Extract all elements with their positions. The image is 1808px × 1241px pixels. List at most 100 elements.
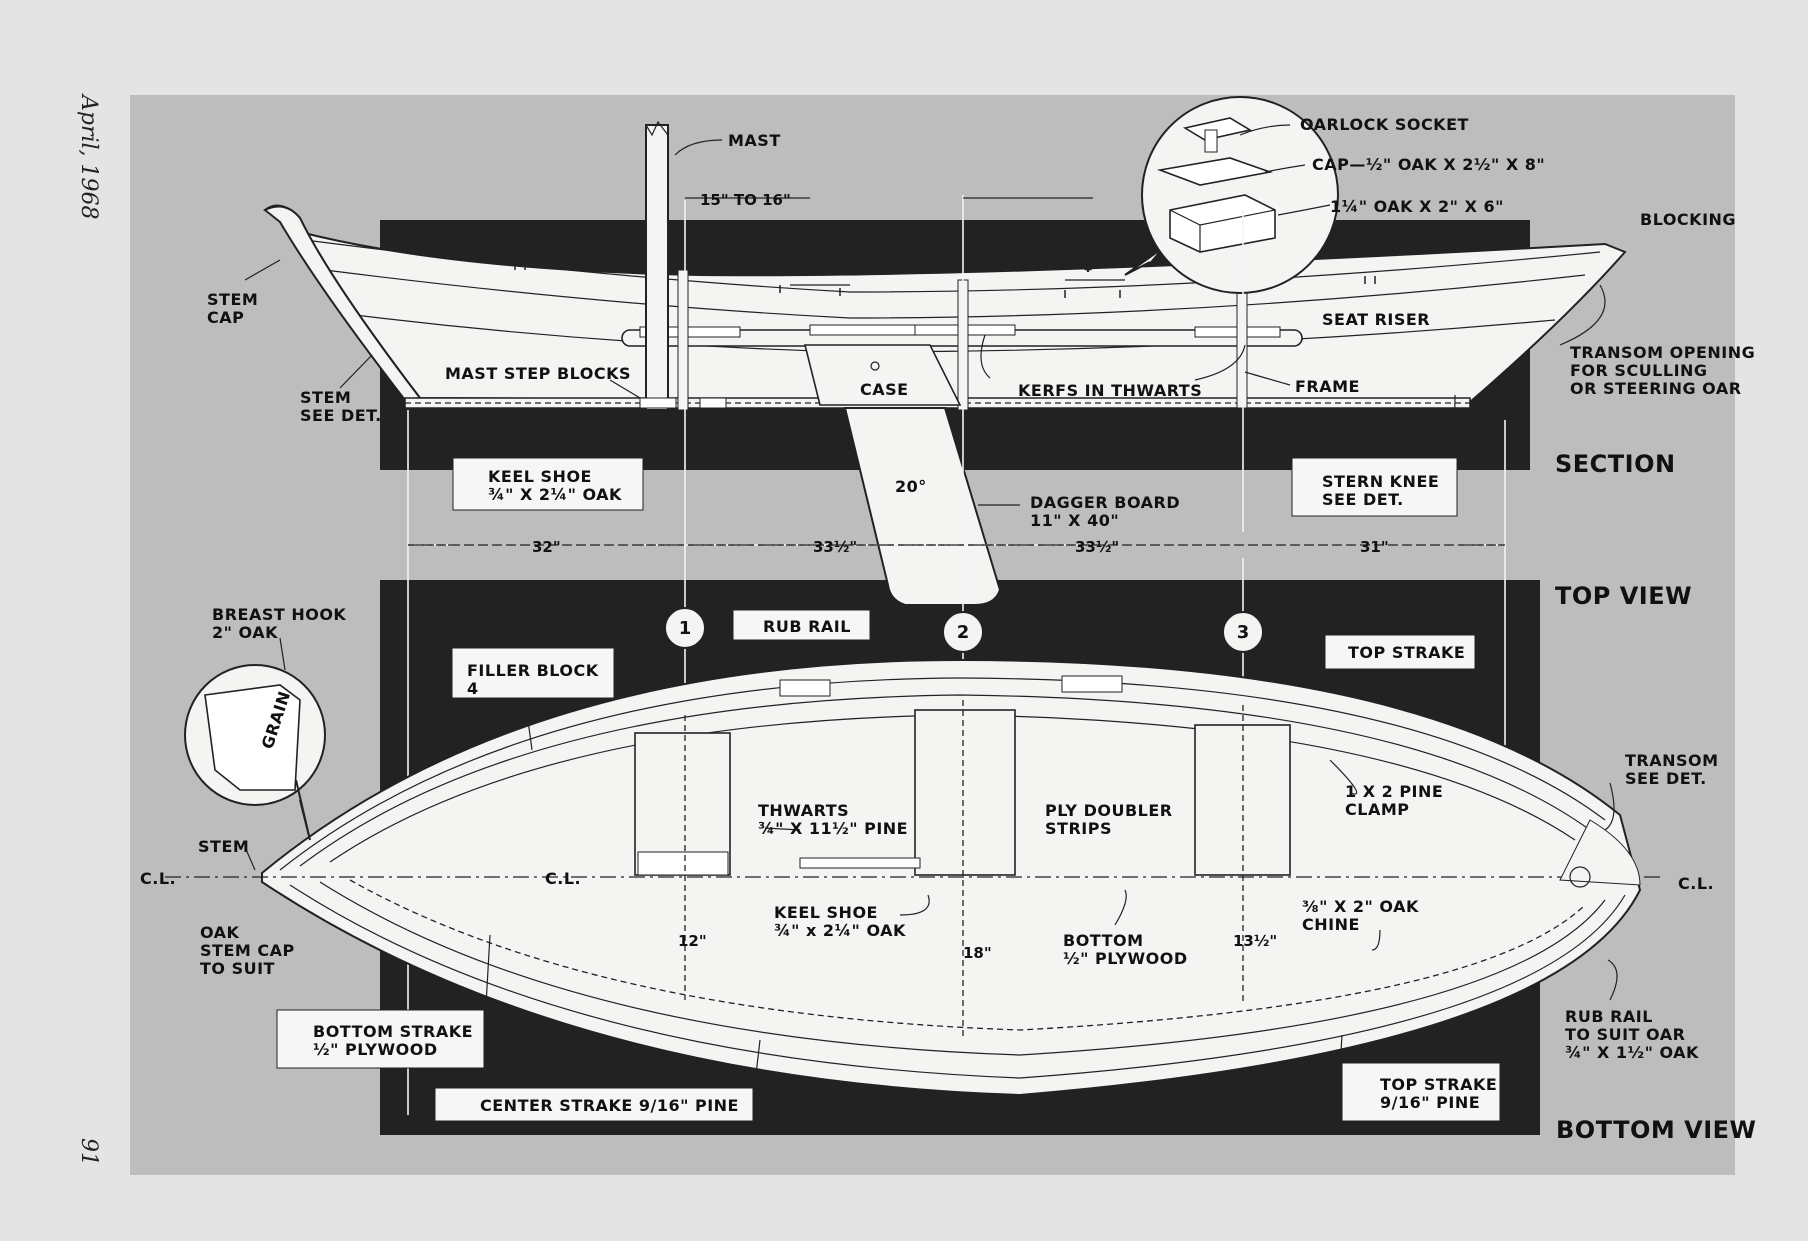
dim-width-13: 13½" (1233, 932, 1277, 950)
dim-width-12: 12" (678, 932, 707, 950)
label-transom-2: FOR SCULLING (1570, 361, 1708, 380)
label-seat-riser: SEAT RISER (1322, 310, 1430, 329)
socket-plate (1182, 117, 1253, 141)
label-chine-1: ⅜" X 2" OAK (1302, 897, 1419, 916)
label-transom-1: TRANSOM OPENING (1570, 343, 1755, 362)
label-keel-shoe-1: KEEL SHOE (488, 467, 592, 486)
dim-31: 31" (1360, 538, 1389, 556)
label-stem: STEM (198, 837, 249, 856)
label-cl-left: C.L. (140, 869, 176, 888)
oak-block-edges (1169, 209, 1276, 252)
breast-hook-block (204, 684, 301, 791)
top-strake-box (1324, 634, 1476, 670)
stem-piece (263, 205, 422, 402)
thwart-2 (809, 324, 921, 336)
label-filler-block-2: 4 (467, 679, 479, 698)
label-thwarts-1: THWARTS (758, 801, 849, 820)
dim-33-b: 33½" (1075, 538, 1119, 556)
sculling-opening (1569, 866, 1591, 888)
frame-3 (1236, 279, 1248, 409)
transom-plan (1559, 819, 1641, 886)
station-number-2: 2 (957, 622, 970, 643)
label-dagger-1: DAGGER BOARD (1030, 493, 1180, 512)
section-title: SECTION (1555, 450, 1676, 478)
detail-pointer (1124, 249, 1161, 276)
thwart-plan-2 (914, 709, 1016, 876)
mast-partner (637, 851, 729, 876)
mast-step-block-1 (639, 397, 677, 409)
dim-mast-offset: 15" TO 16" (700, 191, 791, 209)
label-angle: 20° (895, 477, 927, 496)
label-case: CASE (860, 380, 909, 399)
socket-tube (1204, 129, 1218, 153)
label-kerfs: KERFS IN THWARTS (1018, 381, 1202, 400)
label-mast: MAST (728, 131, 781, 150)
label-ply-doubler-2: STRIPS (1045, 819, 1112, 838)
plan-bottom-2 (319, 881, 1606, 1056)
label-oak-stem-cap-2: STEM CAP (200, 941, 295, 960)
label-stern-knee-1: STERN KNEE (1322, 472, 1439, 491)
station-marker-1 (664, 607, 706, 649)
centerboard-case (803, 344, 962, 406)
label-top-strake-b-1: TOP STRAKE (1380, 1075, 1497, 1094)
label-clamp-1: 1 X 2 PINE (1345, 782, 1443, 801)
label-clamp-2: CLAMP (1345, 800, 1409, 819)
label-filler-block-1: FILLER BLOCK (467, 661, 599, 680)
mast-step-block-2 (699, 397, 727, 409)
label-bottom-1: BOTTOM (1063, 931, 1144, 950)
callout-boxes (276, 457, 1501, 1122)
label-oak-stem-cap-3: TO SUIT (200, 959, 275, 978)
plan-rail-2 (299, 694, 1591, 867)
label-transom-det-2: SEE DET. (1625, 769, 1707, 788)
frame-1 (677, 269, 689, 411)
label-stem-cap-2: CAP (207, 308, 244, 327)
station-number-3: 3 (1237, 622, 1250, 643)
top-view-title: TOP VIEW (1555, 582, 1692, 610)
label-top-strake-b-2: 9/16" PINE (1380, 1093, 1480, 1112)
label-bottom-strake-2: ½" PLYWOOD (313, 1040, 438, 1059)
label-cl-mid: C.L. (545, 869, 581, 888)
label-dagger-2: 11" X 40" (1030, 511, 1119, 530)
rub-rail-box (732, 609, 871, 641)
plan-bottom-1 (289, 884, 1626, 1079)
thwart-plan-1 (634, 732, 731, 876)
case-pivot (870, 361, 880, 371)
label-bottom-strake-1: BOTTOM STRAKE (313, 1022, 473, 1041)
stern-knee-box (1291, 457, 1458, 517)
label-stem-cap-1: STEM (207, 290, 258, 309)
issue-date: April, 1968 (76, 93, 101, 220)
thwart-1 (639, 326, 741, 338)
chine-line (349, 879, 1586, 1031)
dim-33-a: 33½" (813, 538, 857, 556)
strake-line-2 (324, 269, 1586, 319)
keel-shoe-plan (799, 857, 921, 869)
label-stern-knee-2: SEE DET. (1322, 490, 1404, 509)
label-chine-2: CHINE (1302, 915, 1360, 934)
label-rub-rail-oar-2: TO SUIT OAR (1565, 1025, 1685, 1044)
socket-plan-2 (1061, 675, 1123, 693)
label-oarlock-socket: OARLOCK SOCKET (1300, 115, 1469, 134)
label-keel-shoe-b-1: KEEL SHOE (774, 903, 878, 922)
label-ply-doubler-1: PLY DOUBLER (1045, 801, 1173, 820)
label-rub-rail-oar-1: RUB RAIL (1565, 1007, 1653, 1026)
dim-32: 32" (532, 538, 561, 556)
label-rub-rail: RUB RAIL (763, 617, 851, 636)
station-marker-3 (1222, 611, 1264, 653)
label-transom-3: OR STEERING OAR (1570, 379, 1742, 398)
station-markers (664, 607, 1264, 653)
strake-line-1 (304, 239, 1601, 293)
dagger-board (843, 407, 1002, 606)
station-marker-2 (942, 611, 984, 653)
page-number: 91 (76, 1138, 101, 1166)
label-blocking: BLOCKING (1640, 210, 1736, 229)
label-cap: CAP—½" OAK X 2½" X 8" (1312, 155, 1545, 174)
socket-plan-1 (779, 679, 831, 697)
label-cl-right: C.L. (1678, 874, 1714, 893)
label-breast-hook-2: 2" OAK (212, 623, 278, 642)
label-top-strake: TOP STRAKE (1348, 643, 1465, 662)
filler-block-box (451, 647, 615, 699)
mast (645, 124, 669, 411)
station-number-1: 1 (679, 618, 692, 639)
